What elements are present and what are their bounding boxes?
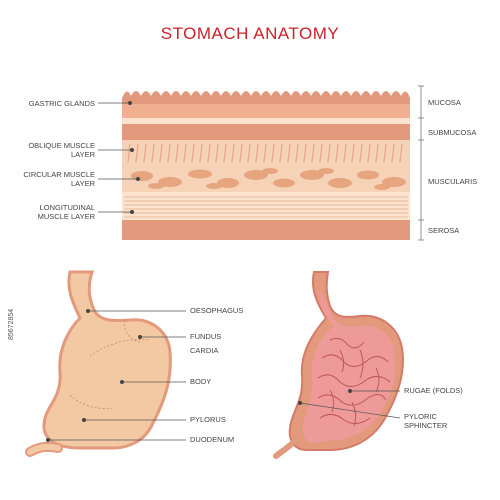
circular-dot [136, 177, 140, 181]
stomach-wall-section [122, 91, 410, 240]
label-cardia: CARDIA [190, 346, 219, 355]
label-serosa: SEROSA [428, 226, 460, 235]
serosa-layer [122, 220, 410, 240]
wall-leader-lines [98, 102, 136, 213]
label-gastric-glands: GASTRIC GLANDS [28, 99, 95, 108]
label-rugae: RUGAE (FOLDS) [404, 386, 463, 395]
label-mucosa: MUCOSA [428, 98, 461, 107]
oblique-muscle-layer [122, 140, 410, 166]
oblique-dot [130, 148, 134, 152]
interior-leader-lines [299, 390, 401, 419]
longitudinal-dot [130, 210, 134, 214]
longitudinal-muscle-layer [122, 192, 410, 220]
gastric-glands-dot [128, 101, 132, 105]
label-body: BODY [190, 377, 212, 386]
diagram-title: STOMACH ANATOMY [160, 24, 340, 43]
label-duodenum: DUODENUM [190, 435, 235, 444]
label-circular-muscle: CIRCULAR MUSCLE LAYER [23, 170, 95, 188]
label-submucosa: SUBMUCOSA [428, 128, 477, 137]
label-pyloric-sphincter: PYLORIC SPHINCTER [404, 412, 448, 430]
exterior-leader-lines [48, 310, 186, 441]
label-fundus: FUNDUS [190, 332, 222, 341]
label-oblique-muscle: OBLIQUE MUSCLE LAYER [28, 141, 95, 159]
label-longitudinal-muscle: LONGITUDINAL MUSCLE LAYER [37, 203, 95, 221]
submucosa-layer [122, 118, 410, 124]
stock-id: 85672854 [8, 308, 15, 340]
label-oesophagus: OESOPHAGUS [190, 306, 244, 315]
label-muscularis: MUSCULARIS [428, 177, 478, 186]
label-pylorus: PYLORUS [190, 415, 226, 424]
layer-brackets [418, 85, 424, 241]
stomach-exterior [25, 270, 172, 457]
stomach-interior [273, 271, 404, 459]
